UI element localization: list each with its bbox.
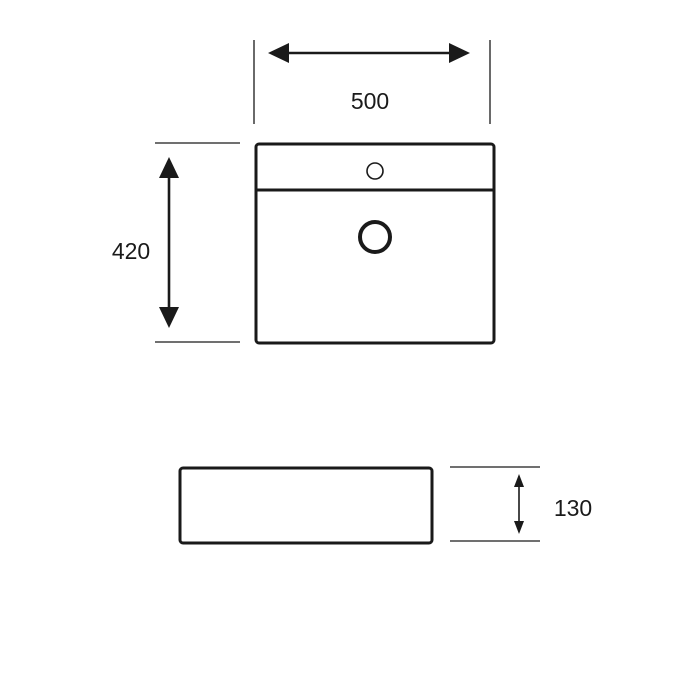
basin-side-outline xyxy=(178,466,434,545)
tap-hole xyxy=(366,162,384,180)
width-dimension: 500 xyxy=(253,40,491,124)
height-arrow-head-bottom xyxy=(514,521,524,534)
basin-side-view xyxy=(178,466,434,545)
depth-arrow-head-top xyxy=(159,157,179,178)
width-label: 500 xyxy=(351,88,389,114)
width-arrow-head-left xyxy=(268,43,289,63)
depth-dimension: 420 xyxy=(112,142,240,343)
basin-top-view xyxy=(254,142,496,345)
width-arrow-head-right xyxy=(449,43,470,63)
height-arrow-head-top xyxy=(514,474,524,487)
depth-label: 420 xyxy=(112,238,150,264)
height-dimension: 130 xyxy=(450,466,592,542)
basin-top-outline xyxy=(254,142,496,345)
drain-hole xyxy=(358,220,392,254)
depth-arrow-head-bottom xyxy=(159,307,179,328)
height-label: 130 xyxy=(554,495,592,521)
